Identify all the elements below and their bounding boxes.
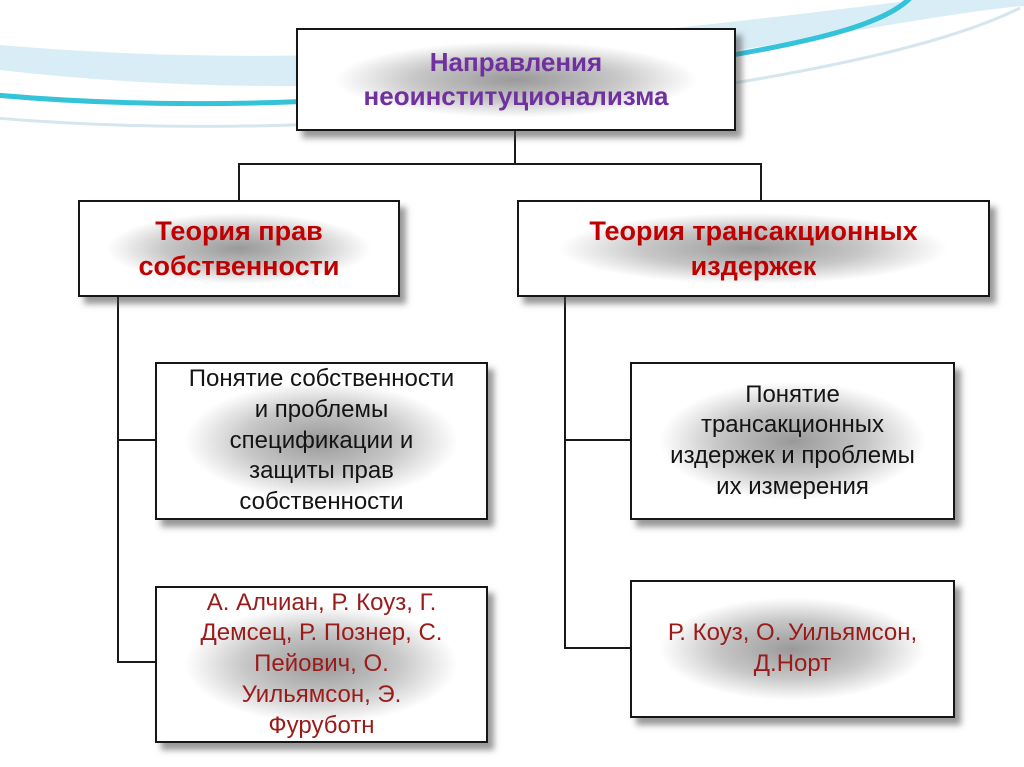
left-branch-header-box: Теория прав собственности	[78, 200, 400, 297]
left-authors-box: А. Алчиан, Р. Коуз, Г. Демсец, Р. Познер…	[155, 586, 488, 743]
right-branch-header-label: Теория трансакционных издержек	[589, 215, 918, 281]
left-concept-box: Понятие собственности и проблемы специфи…	[155, 362, 488, 520]
root-title: Направления неоинституционализма	[363, 47, 669, 111]
right-authors-text: Р. Коуз, О. Уильямсон, Д.Норт	[667, 619, 918, 677]
connector-left-branch-concept	[117, 439, 155, 441]
connector-left-spine	[117, 296, 119, 663]
connector-left-branch-authors	[117, 661, 155, 663]
left-authors-text: А. Алчиан, Р. Коуз, Г. Демсец, Р. Познер…	[200, 588, 443, 739]
root-box: Направления неоинституционализма	[296, 28, 736, 131]
left-concept-text: Понятие собственности и проблемы специфи…	[188, 365, 455, 516]
connector-branch-horizontal	[238, 163, 762, 165]
connector-left-drop	[238, 163, 240, 201]
right-branch-header-box: Теория трансакционных издержек	[517, 200, 990, 297]
left-branch-header-label: Теория прав собственности	[138, 215, 340, 281]
connector-right-spine	[564, 296, 566, 649]
right-concept-text: Понятие трансакционных издержек и пробле…	[670, 380, 915, 500]
connector-right-drop	[760, 163, 762, 201]
right-concept-box: Понятие трансакционных издержек и пробле…	[630, 362, 955, 520]
right-authors-box: Р. Коуз, О. Уильямсон, Д.Норт	[630, 580, 955, 718]
connector-root-stem	[514, 131, 516, 164]
connector-right-branch-authors	[564, 647, 630, 649]
connector-right-branch-concept	[564, 439, 630, 441]
